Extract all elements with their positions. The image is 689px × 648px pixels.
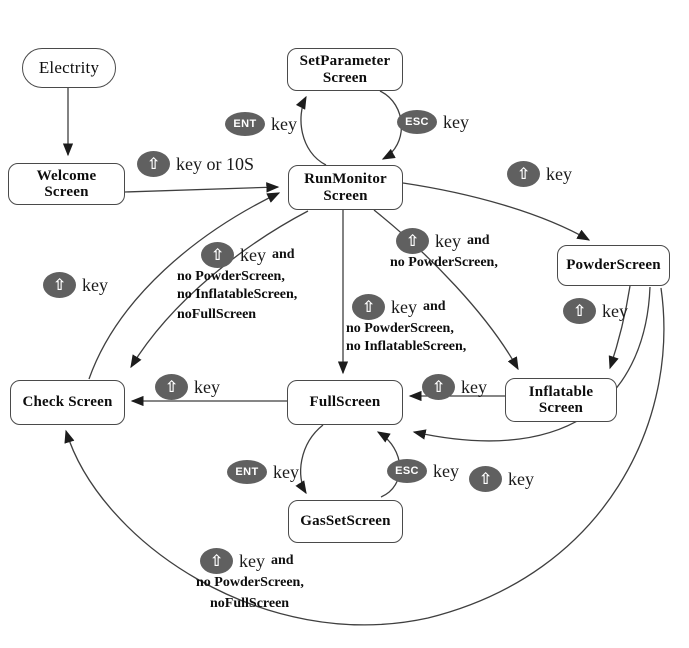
edge-label-fullscreen-to-checkscreen: ⇧ key xyxy=(155,374,220,400)
edge-label-runmonitor-to-inflatablescreen: ⇧ key and no PowderScreen, xyxy=(390,228,498,272)
node-welcome-screen: Welcome Screen xyxy=(8,163,125,205)
node-setparameter-screen: SetParameter Screen xyxy=(287,48,403,91)
edge-label-and: and xyxy=(272,247,295,262)
esc-key-icon: ESC xyxy=(387,459,427,483)
edge-label-and: and xyxy=(467,233,490,248)
shift-key-icon: ⇧ xyxy=(507,161,540,187)
edge-label-text: key xyxy=(82,274,108,295)
edge-label-condition: noFullScreen xyxy=(177,307,257,322)
edge-label-text: key or 10S xyxy=(176,153,254,174)
arrow-fullscreen-to-gassetscreen xyxy=(295,424,324,495)
edge-label-text: key xyxy=(391,296,417,317)
node-electrity-label: Electrity xyxy=(38,57,100,77)
edge-label-esc-gassetscreen-fullscreen: ESC key xyxy=(387,458,459,484)
edge-label-condition: no PowderScreen, xyxy=(390,255,498,270)
edge-label-ent-runmonitor-setparameter: ENT key xyxy=(225,111,297,137)
shift-key-icon: ⇧ xyxy=(563,298,596,324)
arrow-runmonitor-to-powderscreen xyxy=(402,182,591,241)
shift-key-icon: ⇧ xyxy=(200,548,233,574)
arrow-checkscreen-to-runmonitor xyxy=(88,192,281,380)
shift-key-icon: ⇧ xyxy=(396,228,429,254)
node-powder-screen-label: PowderScreen xyxy=(566,257,661,274)
node-runmonitor-screen: RunMonitor Screen xyxy=(288,165,403,210)
shift-key-icon: ⇧ xyxy=(137,151,170,177)
shift-key-icon: ⇧ xyxy=(155,374,188,400)
shift-key-icon: ⇧ xyxy=(352,294,385,320)
edge-label-and: and xyxy=(423,299,446,314)
edge-label-text: key xyxy=(433,460,459,481)
edge-label-text: key xyxy=(194,376,220,397)
edge-label-text: key xyxy=(271,113,297,134)
edge-label-text: key xyxy=(461,376,487,397)
edge-label-powderscreen-to-inflatablescreen: ⇧ key xyxy=(563,298,628,324)
ent-key-icon: ENT xyxy=(227,460,267,484)
edge-label-esc-setparameter-runmonitor: ESC key xyxy=(397,109,469,135)
edge-label-text: key xyxy=(273,461,299,482)
arrow-runmonitor-to-inflatablescreen xyxy=(373,209,519,371)
node-gasset-screen: GasSetScreen xyxy=(288,500,403,543)
arrow-welcome-to-runmonitor xyxy=(124,182,280,193)
edge-label-and: and xyxy=(271,553,294,568)
edge-label-text: key xyxy=(508,468,534,489)
node-inflatable-screen-label: Inflatable Screen xyxy=(528,383,594,416)
ent-key-icon: ENT xyxy=(225,112,265,136)
node-full-screen-label: FullScreen xyxy=(309,394,381,411)
edge-label-text: key xyxy=(239,550,265,571)
edge-label-condition: no InflatableScreen, xyxy=(177,287,298,302)
edge-label-welcome-to-runmonitor: ⇧ key or 10S xyxy=(137,151,254,177)
edge-label-ent-fullscreen-gassetscreen: ENT key xyxy=(227,459,299,485)
node-setparameter-screen-label: SetParameter Screen xyxy=(299,53,391,86)
node-check-screen-label: Check Screen xyxy=(22,394,113,411)
edge-label-runmonitor-to-checkscreen: ⇧ key and no PowderScreen, no Inflatable… xyxy=(177,242,297,324)
node-welcome-screen-label: Welcome Screen xyxy=(36,167,97,200)
esc-key-icon: ESC xyxy=(397,110,437,134)
edge-label-text: key xyxy=(240,244,266,265)
shift-key-icon: ⇧ xyxy=(201,242,234,268)
shift-key-icon: ⇧ xyxy=(422,374,455,400)
node-check-screen: Check Screen xyxy=(10,380,125,425)
edge-label-runmonitor-to-fullscreen: ⇧ key and no PowderScreen, no Inflatable… xyxy=(346,294,466,356)
edge-label-condition: no InflatableScreen, xyxy=(346,339,467,354)
edge-label-condition: no PowderScreen, xyxy=(177,269,285,284)
edge-label-inflatablescreen-to-fullscreen: ⇧ key xyxy=(422,374,487,400)
arrow-runmonitor-to-checkscreen xyxy=(130,210,309,369)
arrow-runmonitor-to-setparameter xyxy=(295,95,327,166)
arrow-inflatablescreen-to-checkscreen-bottom xyxy=(64,287,665,626)
node-runmonitor-screen-label: RunMonitor Screen xyxy=(304,171,387,204)
edge-label-text: key xyxy=(435,230,461,251)
edge-label-inflatablescreen-to-checkscreen: ⇧ key and no PowderScreen, noFullScreen xyxy=(196,548,304,613)
node-gasset-screen-label: GasSetScreen xyxy=(300,513,391,530)
shift-key-icon: ⇧ xyxy=(43,272,76,298)
edge-label-condition: noFullScreen xyxy=(210,596,290,611)
edge-label-text: key xyxy=(443,111,469,132)
edge-label-text: key xyxy=(602,300,628,321)
node-full-screen: FullScreen xyxy=(287,380,403,425)
edge-label-condition: no PowderScreen, xyxy=(346,321,454,336)
edge-label-text: key xyxy=(546,163,572,184)
edge-label-condition: no PowderScreen, xyxy=(196,575,304,590)
node-inflatable-screen: Inflatable Screen xyxy=(505,378,617,422)
edge-label-powderscreen-to-fullscreen: ⇧ key xyxy=(469,466,534,492)
edge-label-checkscreen-to-runmonitor: ⇧ key xyxy=(43,272,108,298)
shift-key-icon: ⇧ xyxy=(469,466,502,492)
node-electrity: Electrity xyxy=(22,48,116,88)
arrow-powderscreen-to-inflatablescreen xyxy=(608,285,631,370)
edge-label-runmonitor-to-powderscreen: ⇧ key xyxy=(507,161,572,187)
node-powder-screen: PowderScreen xyxy=(557,245,670,286)
